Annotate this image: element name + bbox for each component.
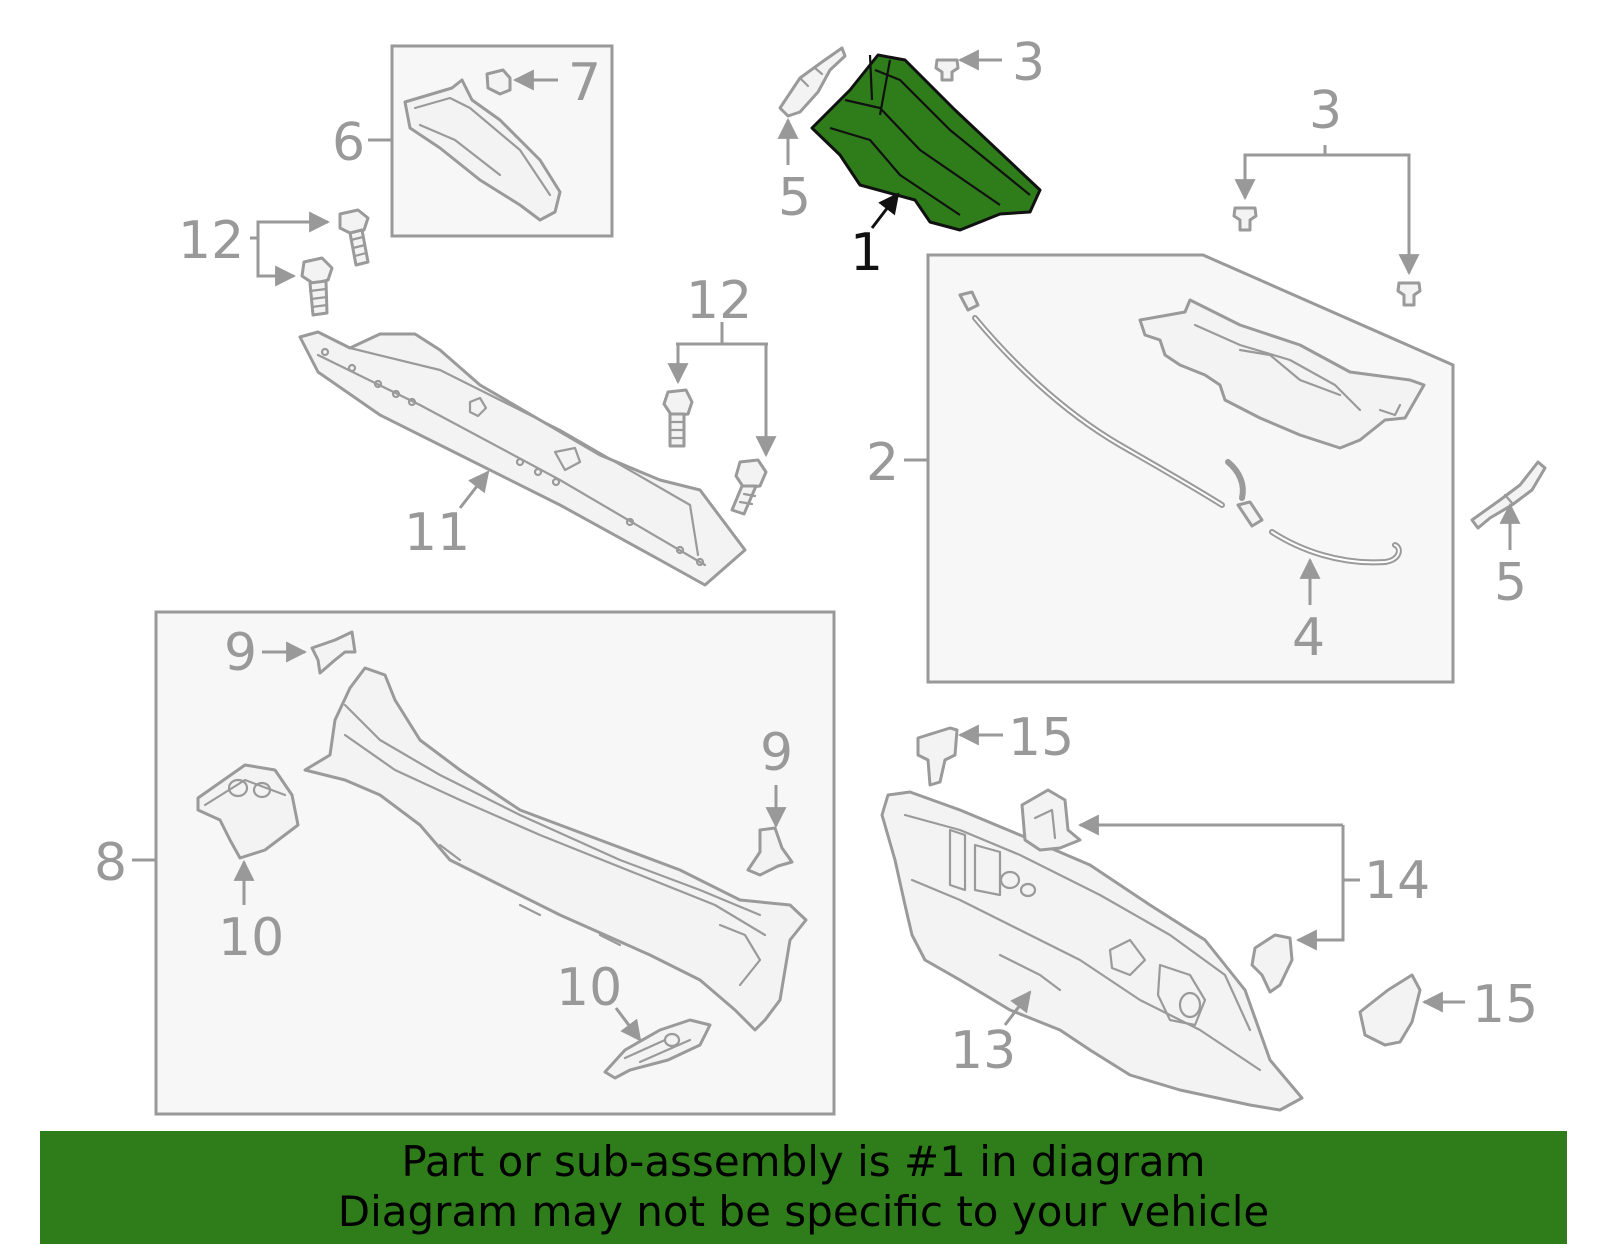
callout-4: 4 <box>1292 608 1325 668</box>
part-12-bolt-c <box>662 388 694 448</box>
part-12-bolt-b <box>300 256 334 317</box>
part-10-mount-a <box>196 763 300 860</box>
callout-6: 6 <box>332 113 365 173</box>
part-14-bracket-b <box>1250 933 1294 994</box>
callout-15-bottom: 15 <box>1472 975 1538 1035</box>
callout-9-right: 9 <box>760 723 793 783</box>
part-15-bracket-a <box>916 726 959 787</box>
part-8-cowl-top <box>303 666 808 1032</box>
part-3-clip-top <box>934 58 960 82</box>
callout-7: 7 <box>568 53 601 113</box>
callout-1: 1 <box>850 223 883 283</box>
callout-5-right: 5 <box>1494 553 1527 613</box>
part-10-mount-b <box>603 1018 712 1080</box>
part-6-cover <box>403 78 562 222</box>
part-12-bolt-d <box>730 458 768 516</box>
part-3-clip-right-b <box>1396 281 1422 307</box>
banner-line-2: Diagram may not be specific to your vehi… <box>337 1187 1270 1236</box>
callout-15-top: 15 <box>1008 708 1074 768</box>
callout-8: 8 <box>94 833 127 893</box>
callout-10-left: 10 <box>218 908 284 968</box>
part-11-reinforcement <box>298 330 747 587</box>
info-banner: Part or sub-assembly is #1 in diagram Di… <box>40 1131 1567 1244</box>
part-14-bracket-a <box>1020 788 1082 852</box>
callout-10-right: 10 <box>556 958 622 1018</box>
callout-5-top: 5 <box>778 168 811 228</box>
part-4-washer-hose <box>958 290 1402 566</box>
callout-14: 14 <box>1364 851 1430 911</box>
part-12-bolt-a <box>338 208 370 267</box>
part-15-bracket-b <box>1358 973 1422 1047</box>
callout-13: 13 <box>950 1021 1016 1081</box>
part-2-cowl-cover <box>1138 298 1426 450</box>
part-5-bracket-right <box>1470 460 1547 530</box>
part-9-bracket-a <box>310 630 357 675</box>
callout-3-right: 3 <box>1309 81 1342 141</box>
part-7-clip <box>485 68 512 96</box>
callout-12-right: 12 <box>686 271 752 331</box>
callout-2: 2 <box>866 433 899 493</box>
callout-9-left: 9 <box>224 623 257 683</box>
part-13-dash-panel <box>880 790 1304 1112</box>
callout-11: 11 <box>404 503 470 563</box>
banner-line-1: Part or sub-assembly is #1 in diagram <box>401 1137 1206 1186</box>
part-3-clip-right-a <box>1232 206 1258 232</box>
callout-12-left: 12 <box>178 211 244 271</box>
part-9-bracket-b <box>746 826 794 877</box>
callout-3-top: 3 <box>1012 33 1045 93</box>
part-5-bracket-top <box>778 46 847 118</box>
part-1-cowl-panel <box>810 53 1042 232</box>
leader-lines <box>132 49 1521 1042</box>
